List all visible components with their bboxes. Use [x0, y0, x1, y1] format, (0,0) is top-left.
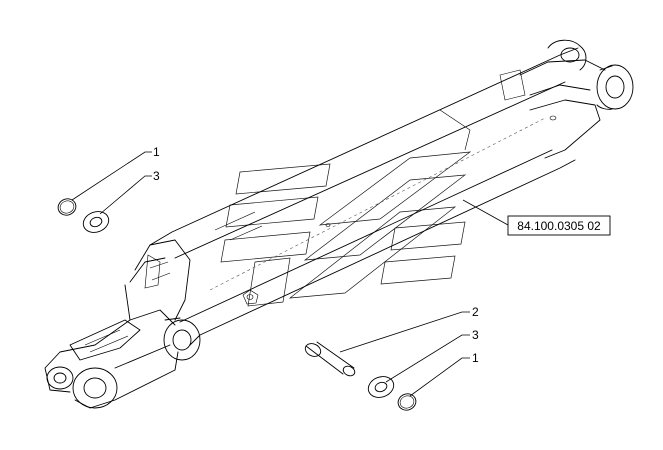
callout-labels: 1 3 2 3 1: [153, 145, 479, 365]
loader-arm: [44, 39, 634, 409]
leader-line-1-right: [409, 357, 470, 397]
reference-code-box: 84.100.0305 02: [507, 215, 611, 236]
reference-code-label: 84.100.0305 02: [517, 219, 601, 233]
leader-line-reference: [462, 199, 509, 226]
pin-part-2: [304, 341, 356, 377]
callout-1-left: 1: [153, 145, 160, 159]
callout-3-left: 3: [153, 169, 160, 183]
leader-line-3-right: [385, 334, 470, 383]
o-ring-part-1-left: [57, 198, 77, 216]
o-ring-part-1-right: [397, 393, 417, 411]
washer-part-3-right: [367, 376, 395, 398]
callout-3-right: 3: [472, 328, 479, 342]
leader-line-1-left: [71, 151, 152, 201]
callout-1-right: 1: [472, 351, 479, 365]
callout-2: 2: [472, 305, 479, 319]
leader-line-3-left: [99, 175, 152, 215]
brand-watermark-logo: [220, 151, 472, 307]
leader-line-2: [339, 311, 470, 353]
leader-lines: [71, 151, 509, 397]
washer-part-3-left: [82, 211, 110, 233]
